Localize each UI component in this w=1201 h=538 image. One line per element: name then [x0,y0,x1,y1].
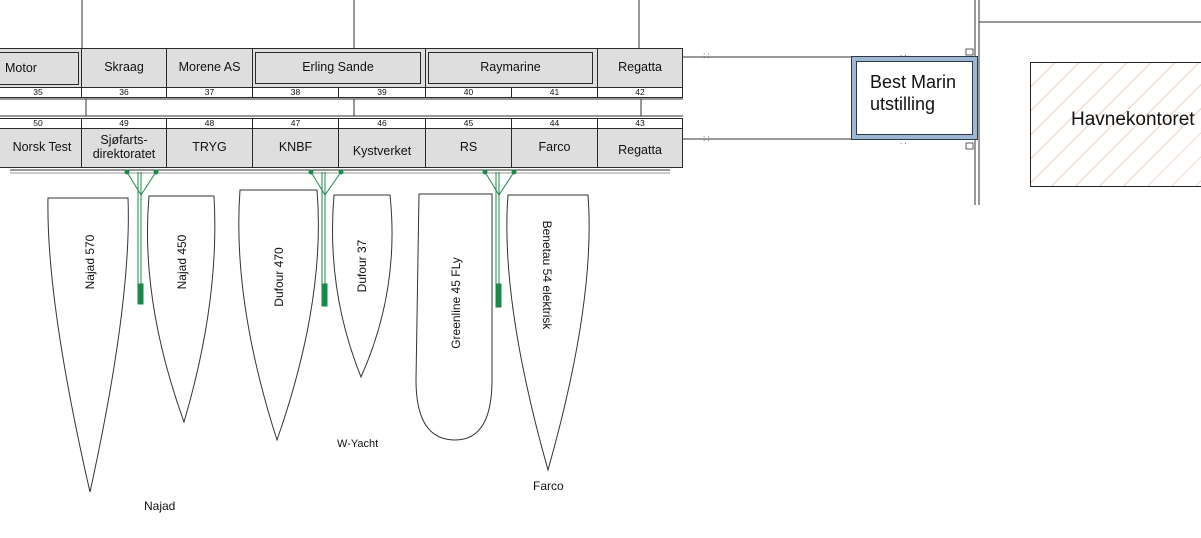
booth-label: TRYG [192,140,227,155]
group-label-najad: Najad [144,499,176,513]
booth-label: KNBF [278,140,313,155]
booth-label: Norsk Test [12,140,72,155]
booth-label: RS [459,140,478,155]
booth-tryg[interactable]: TRYG [166,128,253,168]
boat-hull-greenline [415,193,493,441]
booth-sjofartsdirektoratet[interactable]: Sjøfarts- direktoratet [81,128,167,168]
svg-text:: :: : : [703,51,710,60]
booth-label: Erling Sande [302,60,374,75]
booth-label: Kystverket [352,144,412,159]
booth-regatta-top[interactable]: Regatta [597,48,683,88]
boat-label-dufour-470: Dufour 470 [272,247,286,307]
booth-farco[interactable]: Farco [511,128,598,168]
booth-label: Regatta [618,60,662,75]
booth-erling-sande[interactable]: Erling Sande [252,48,426,88]
boat-label-benetau: Benetau 54 elektrisk [540,220,554,330]
booth-morene[interactable]: Morene AS [166,48,253,88]
booth-label: Morene AS [178,60,241,75]
booth-label: Regatta [618,143,662,158]
booth-rs[interactable]: RS [425,128,512,168]
group-label-w-yacht: W-Yacht [337,438,379,450]
booth-raymarine-inner: Raymarine [428,52,593,84]
boat-hull-benetau [506,194,590,472]
booth-label: Motor [5,60,37,75]
booth-motor-inner: Motor [0,52,79,85]
boat-hull-najad-570 [47,197,129,493]
svg-text:. .: . . [900,49,907,58]
svg-text:: :: : : [703,134,710,143]
svg-text:. .: . . [900,137,907,146]
boat-label-dufour-37: Dufour 37 [355,239,369,293]
booth-raymarine[interactable]: Raymarine [425,48,598,88]
booth-norsk-test[interactable]: Norsk Test [0,128,82,168]
havnekontoret-label: Havnekontoret [1071,109,1195,130]
booth-label: Sjøfarts- direktoratet [92,133,156,161]
mooring-buoy [495,283,502,308]
booth-erling-sande-inner: Erling Sande [255,52,421,84]
booth-number: 42 [597,87,683,98]
best-marin-area[interactable]: Best Marin utstilling [851,56,978,140]
booth-label: Skraag [104,60,144,75]
boat-hull-dufour-470 [238,189,319,442]
boat-label-najad-450: Najad 450 [175,234,189,290]
booth-label: Raymarine [480,60,541,75]
booth-label: Farco [538,140,571,155]
boat-hull-dufour-37 [332,194,393,379]
group-label-farco: Farco [533,479,564,493]
mooring-buoy [137,283,144,305]
booth-skraag[interactable]: Skraag [81,48,167,88]
havnekontoret-building[interactable]: Havnekontoret [1030,62,1201,187]
best-marin-label: Best Marin utstilling [856,61,973,135]
boat-hull-najad-450 [146,195,216,424]
booth-regatta-bottom[interactable]: Regatta [597,128,683,168]
boat-label-greenline: Greenline 45 FLy [449,257,463,349]
boat-label-najad-570: Najad 570 [83,234,97,290]
mooring-buoy [321,283,328,307]
